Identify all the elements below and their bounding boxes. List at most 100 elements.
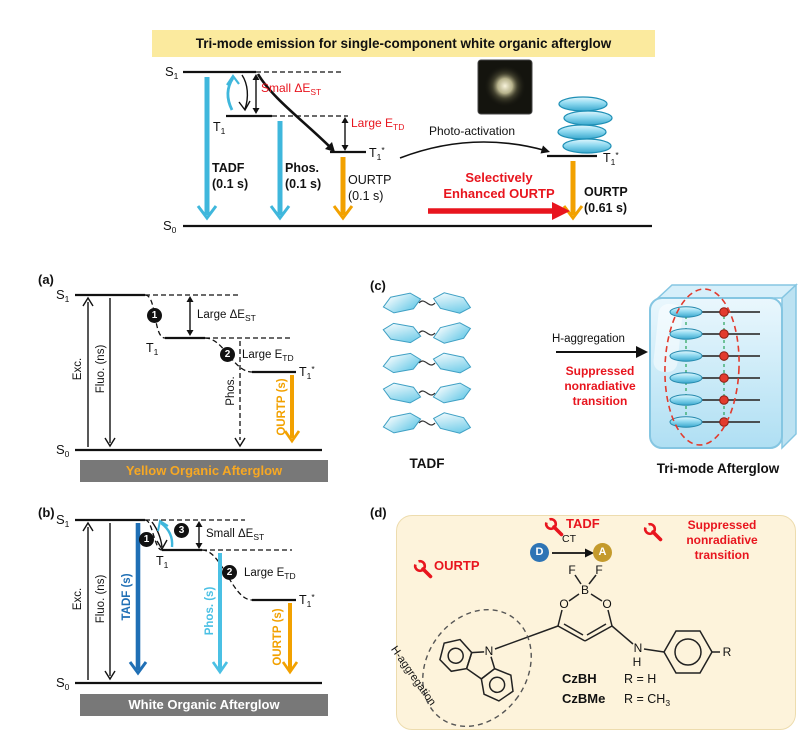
h-aggregate-outline: [664, 288, 740, 446]
t1star-label-top: T1*: [369, 145, 385, 162]
delta-est-gap-arrow-a: [186, 296, 194, 336]
tadf-label-b: TADF (s): [121, 573, 133, 621]
h-aggregation-label-c: H-aggregation: [552, 333, 625, 345]
tadf-arrow-b: [128, 523, 148, 676]
tadf-molecule-row: [382, 412, 472, 434]
white-afterglow-banner: White Organic Afterglow: [80, 694, 328, 716]
step-2-badge-b: 2: [222, 565, 237, 580]
aggregated-molecule-row: [669, 350, 760, 362]
isc-to-trap-curve: [256, 73, 335, 152]
tadf-emission-arrow: [196, 77, 218, 221]
fluorescence-arrow-b: [104, 523, 116, 681]
step-2-badge-a: 2: [220, 347, 235, 362]
phenyl-ring: [663, 630, 713, 674]
large-etd-label-b: Large ETD: [244, 567, 296, 581]
t1star-label-a: T1*: [299, 364, 315, 381]
panel-d-tag: (d): [370, 505, 387, 520]
s1-label-a: S1: [56, 287, 70, 304]
ourtp-arrow-a: [283, 375, 301, 444]
czbme-r-label: R = CH3: [624, 692, 671, 708]
aggregated-molecule-row: [669, 372, 760, 384]
panel-c-tag: (c): [370, 278, 386, 293]
aggregated-molecule-row: [669, 416, 760, 428]
risc-arrow-b: [157, 519, 174, 548]
carbazole-unit: [439, 638, 514, 702]
phos-label-b: Phos. (s): [204, 586, 216, 636]
panel-b-diagram: [75, 518, 322, 685]
step-1-badge-b: 1: [139, 532, 154, 547]
excitation-arrow-a: [82, 296, 94, 447]
tadf-label-d: TADF: [566, 516, 600, 531]
wrench-icon: [413, 559, 433, 579]
tadf-molecule-row: [382, 292, 472, 314]
molecular-structure: [494, 574, 720, 674]
delta-est-gap-arrow-b: [195, 521, 203, 549]
aggregated-molecule-row: [669, 394, 760, 406]
panel-c-graphics: [382, 283, 798, 450]
title-banner: Tri-mode emission for single-component w…: [152, 30, 655, 57]
afterglow-photo: [477, 59, 533, 115]
h-aggregation-arrow: [556, 346, 648, 358]
ourtp-label-d: OURTP: [434, 558, 480, 573]
large-dest-label-a: Large ΔEST: [197, 309, 256, 323]
photo-activation-label: Photo-activation: [428, 124, 516, 138]
fluorine-atom: F: [595, 563, 603, 577]
tadf-molecule-row: [382, 352, 472, 374]
ourtp-emission-arrow: [332, 157, 354, 221]
isc-arrow-b: [151, 521, 168, 551]
nitrogen-atom: N: [633, 641, 643, 655]
step-3-badge-b: 3: [174, 523, 189, 538]
photo-activation-arrow: [399, 141, 550, 159]
aggregated-molecule-row: [669, 328, 760, 340]
large-etd-label-a: Large ETD: [242, 349, 294, 363]
czbh-label: CzBH: [562, 671, 597, 686]
trimode-afterglow-label: Tri-mode Afterglow: [656, 461, 780, 476]
tadf-group-label: TADF: [409, 456, 445, 471]
h-aggregation-outline: [422, 608, 532, 728]
risc-arrow: [226, 74, 240, 111]
donor-acceptor-arrow: [552, 548, 594, 558]
exc-label-a: Exc.: [72, 357, 84, 381]
donor-badge: D: [530, 543, 549, 562]
ct-label: CT: [562, 533, 576, 545]
ourtp-enhanced-label: OURTP(0.61 s): [584, 185, 628, 215]
nitrogen-atom: N: [484, 644, 494, 658]
exc-label-b: Exc.: [72, 587, 84, 611]
czbme-label: CzBMe: [562, 691, 606, 706]
t1-label-b: T1: [156, 554, 169, 570]
yellow-afterglow-banner: Yellow Organic Afterglow: [80, 460, 328, 482]
s0-label-top: S0: [163, 218, 177, 235]
panel-b-tag: (b): [38, 505, 55, 520]
small-dest-label-b: Small ΔEST: [206, 528, 265, 542]
t1star-label-right: T1*: [603, 150, 619, 167]
fluo-label-b: Fluo. (ns): [95, 574, 107, 624]
fluorine-atom: F: [568, 563, 576, 577]
excitation-arrow-b: [82, 521, 94, 680]
s1-label-top: S1: [165, 64, 179, 81]
t1-label-top: T1: [213, 120, 226, 136]
delta-est-gap-arrow: [252, 74, 260, 114]
step-1-badge-a: 1: [147, 308, 162, 323]
czbh-r-label: R = H: [624, 672, 657, 686]
phos-emission-arrow: [269, 121, 291, 221]
phos-label-top: Phos.(0.1 s): [285, 161, 322, 191]
t1star-label-b: T1*: [299, 592, 315, 609]
panel-d-graphics: [413, 517, 720, 728]
panel-a-diagram: [75, 293, 322, 452]
stacked-discs: [557, 96, 613, 154]
top-energy-diagram: [183, 59, 652, 228]
tadf-molecule-row: [382, 322, 472, 344]
large-etd-label-top: Large ETD: [351, 116, 405, 132]
acceptor-badge: A: [593, 543, 612, 562]
ourtp-label-top: OURTP(0.1 s): [348, 173, 392, 203]
aggregate-cube: [649, 283, 798, 450]
isc-arrow: [238, 74, 251, 112]
enhanced-ourtp-arrow: [428, 202, 570, 220]
boron-atom: B: [580, 583, 589, 597]
phosphorescence-arrow-a: [234, 341, 246, 448]
ourtp-arrow-b: [281, 603, 299, 675]
panel-a-tag: (a): [38, 272, 54, 287]
